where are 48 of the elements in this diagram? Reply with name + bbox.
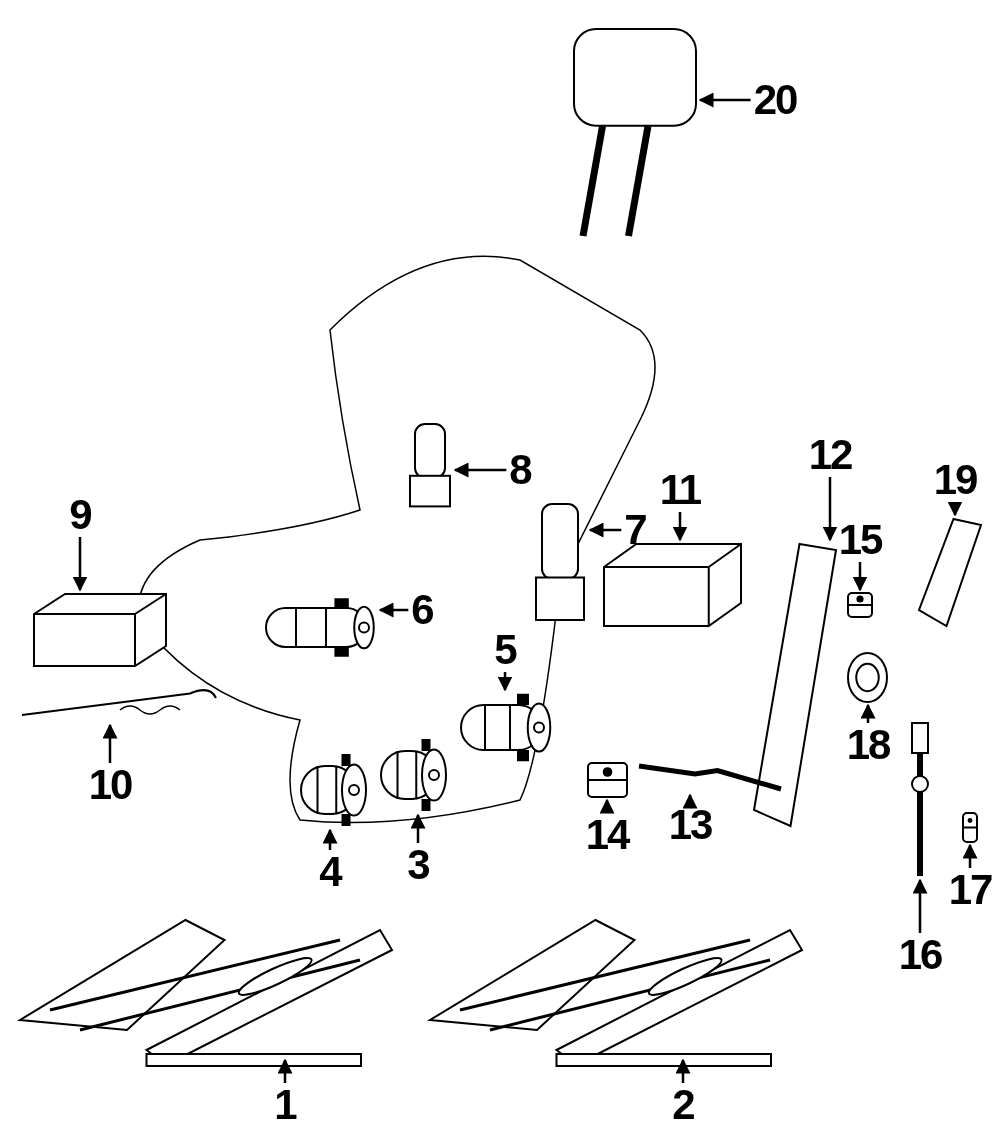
leader-arrow bbox=[947, 501, 963, 517]
callout-number: 20 bbox=[753, 79, 797, 121]
trim-panel-drawing bbox=[750, 540, 840, 830]
callout-number: 7 bbox=[624, 509, 646, 551]
callout-number: 11 bbox=[659, 469, 701, 511]
leader-arrow bbox=[72, 537, 88, 592]
callout-number: 16 bbox=[898, 934, 942, 976]
leader-arrow bbox=[672, 512, 688, 542]
callout-number: 18 bbox=[846, 724, 890, 766]
leader-arrow bbox=[410, 813, 426, 843]
clip-drawing bbox=[960, 810, 980, 845]
callout-number: 14 bbox=[585, 814, 629, 856]
headrest-drawing bbox=[570, 25, 700, 240]
leader-arrow bbox=[497, 672, 513, 692]
leader-arrow bbox=[599, 798, 615, 814]
callout-number: 9 bbox=[69, 494, 91, 536]
callout-number: 15 bbox=[838, 519, 882, 561]
fitting-drawing bbox=[585, 760, 630, 800]
leader-arrow bbox=[822, 477, 838, 542]
leader-arrow bbox=[322, 828, 338, 850]
clip-drawing bbox=[845, 590, 875, 620]
callout-number: 5 bbox=[494, 629, 516, 671]
leader-arrow bbox=[277, 1058, 293, 1083]
leader-arrow bbox=[860, 703, 876, 723]
callout-number: 6 bbox=[411, 589, 433, 631]
callout-number: 17 bbox=[948, 869, 992, 911]
callout-number: 10 bbox=[88, 764, 132, 806]
leader-arrow bbox=[675, 1058, 691, 1083]
leader-arrow bbox=[962, 843, 978, 868]
callout-number: 13 bbox=[668, 804, 712, 846]
leader-arrow bbox=[453, 462, 507, 478]
bezel-drawing bbox=[845, 650, 890, 705]
callout-number: 8 bbox=[509, 449, 531, 491]
callout-number: 19 bbox=[933, 459, 977, 501]
control-module-drawing bbox=[30, 590, 170, 670]
leader-arrow bbox=[912, 878, 928, 933]
callout-number: 12 bbox=[808, 434, 852, 476]
trim-cover-drawing bbox=[915, 515, 985, 630]
callout-number: 2 bbox=[672, 1084, 694, 1126]
leader-arrow bbox=[852, 562, 868, 592]
callout-number: 1 bbox=[274, 1084, 296, 1126]
callout-number: 4 bbox=[319, 851, 341, 893]
callout-number: 3 bbox=[407, 844, 429, 886]
leader-arrow bbox=[682, 793, 698, 809]
leader-arrow bbox=[102, 723, 118, 763]
leader-arrow bbox=[588, 522, 622, 538]
leader-arrow bbox=[698, 92, 751, 108]
leader-arrow bbox=[378, 602, 409, 618]
